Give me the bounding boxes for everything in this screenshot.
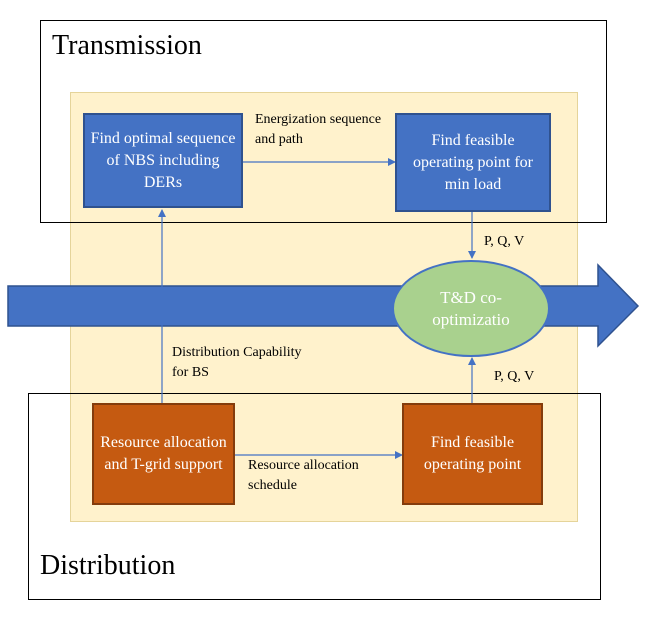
feasible-point-box: Find feasible operating point bbox=[402, 403, 543, 505]
transmission-frame bbox=[40, 20, 607, 223]
distribution-frame bbox=[28, 393, 601, 600]
feasible-min-load-box: Find feasible operating point for min lo… bbox=[395, 113, 551, 212]
resource-allocation-box: Resource allocation and T-grid support bbox=[92, 403, 235, 505]
energization-label: Energization sequence and path bbox=[255, 112, 382, 147]
pqv-bottom-label: P, Q, V bbox=[494, 369, 535, 384]
distribution-capability-label: Distribution Capability for BS bbox=[172, 345, 302, 380]
td-co-optimization-label: T&D co-optimizatio bbox=[432, 287, 510, 329]
nbs-sequence-box: Find optimal sequence of NBS including D… bbox=[83, 113, 243, 208]
resource-schedule-label: Resource allocation schedule bbox=[248, 458, 359, 493]
distribution-title: Distribution bbox=[40, 550, 176, 581]
pqv-top-label: P, Q, V bbox=[484, 234, 525, 249]
transmission-title: Transmission bbox=[52, 30, 202, 61]
td-co-optimization-node: T&D co-optimizatio bbox=[392, 260, 550, 357]
